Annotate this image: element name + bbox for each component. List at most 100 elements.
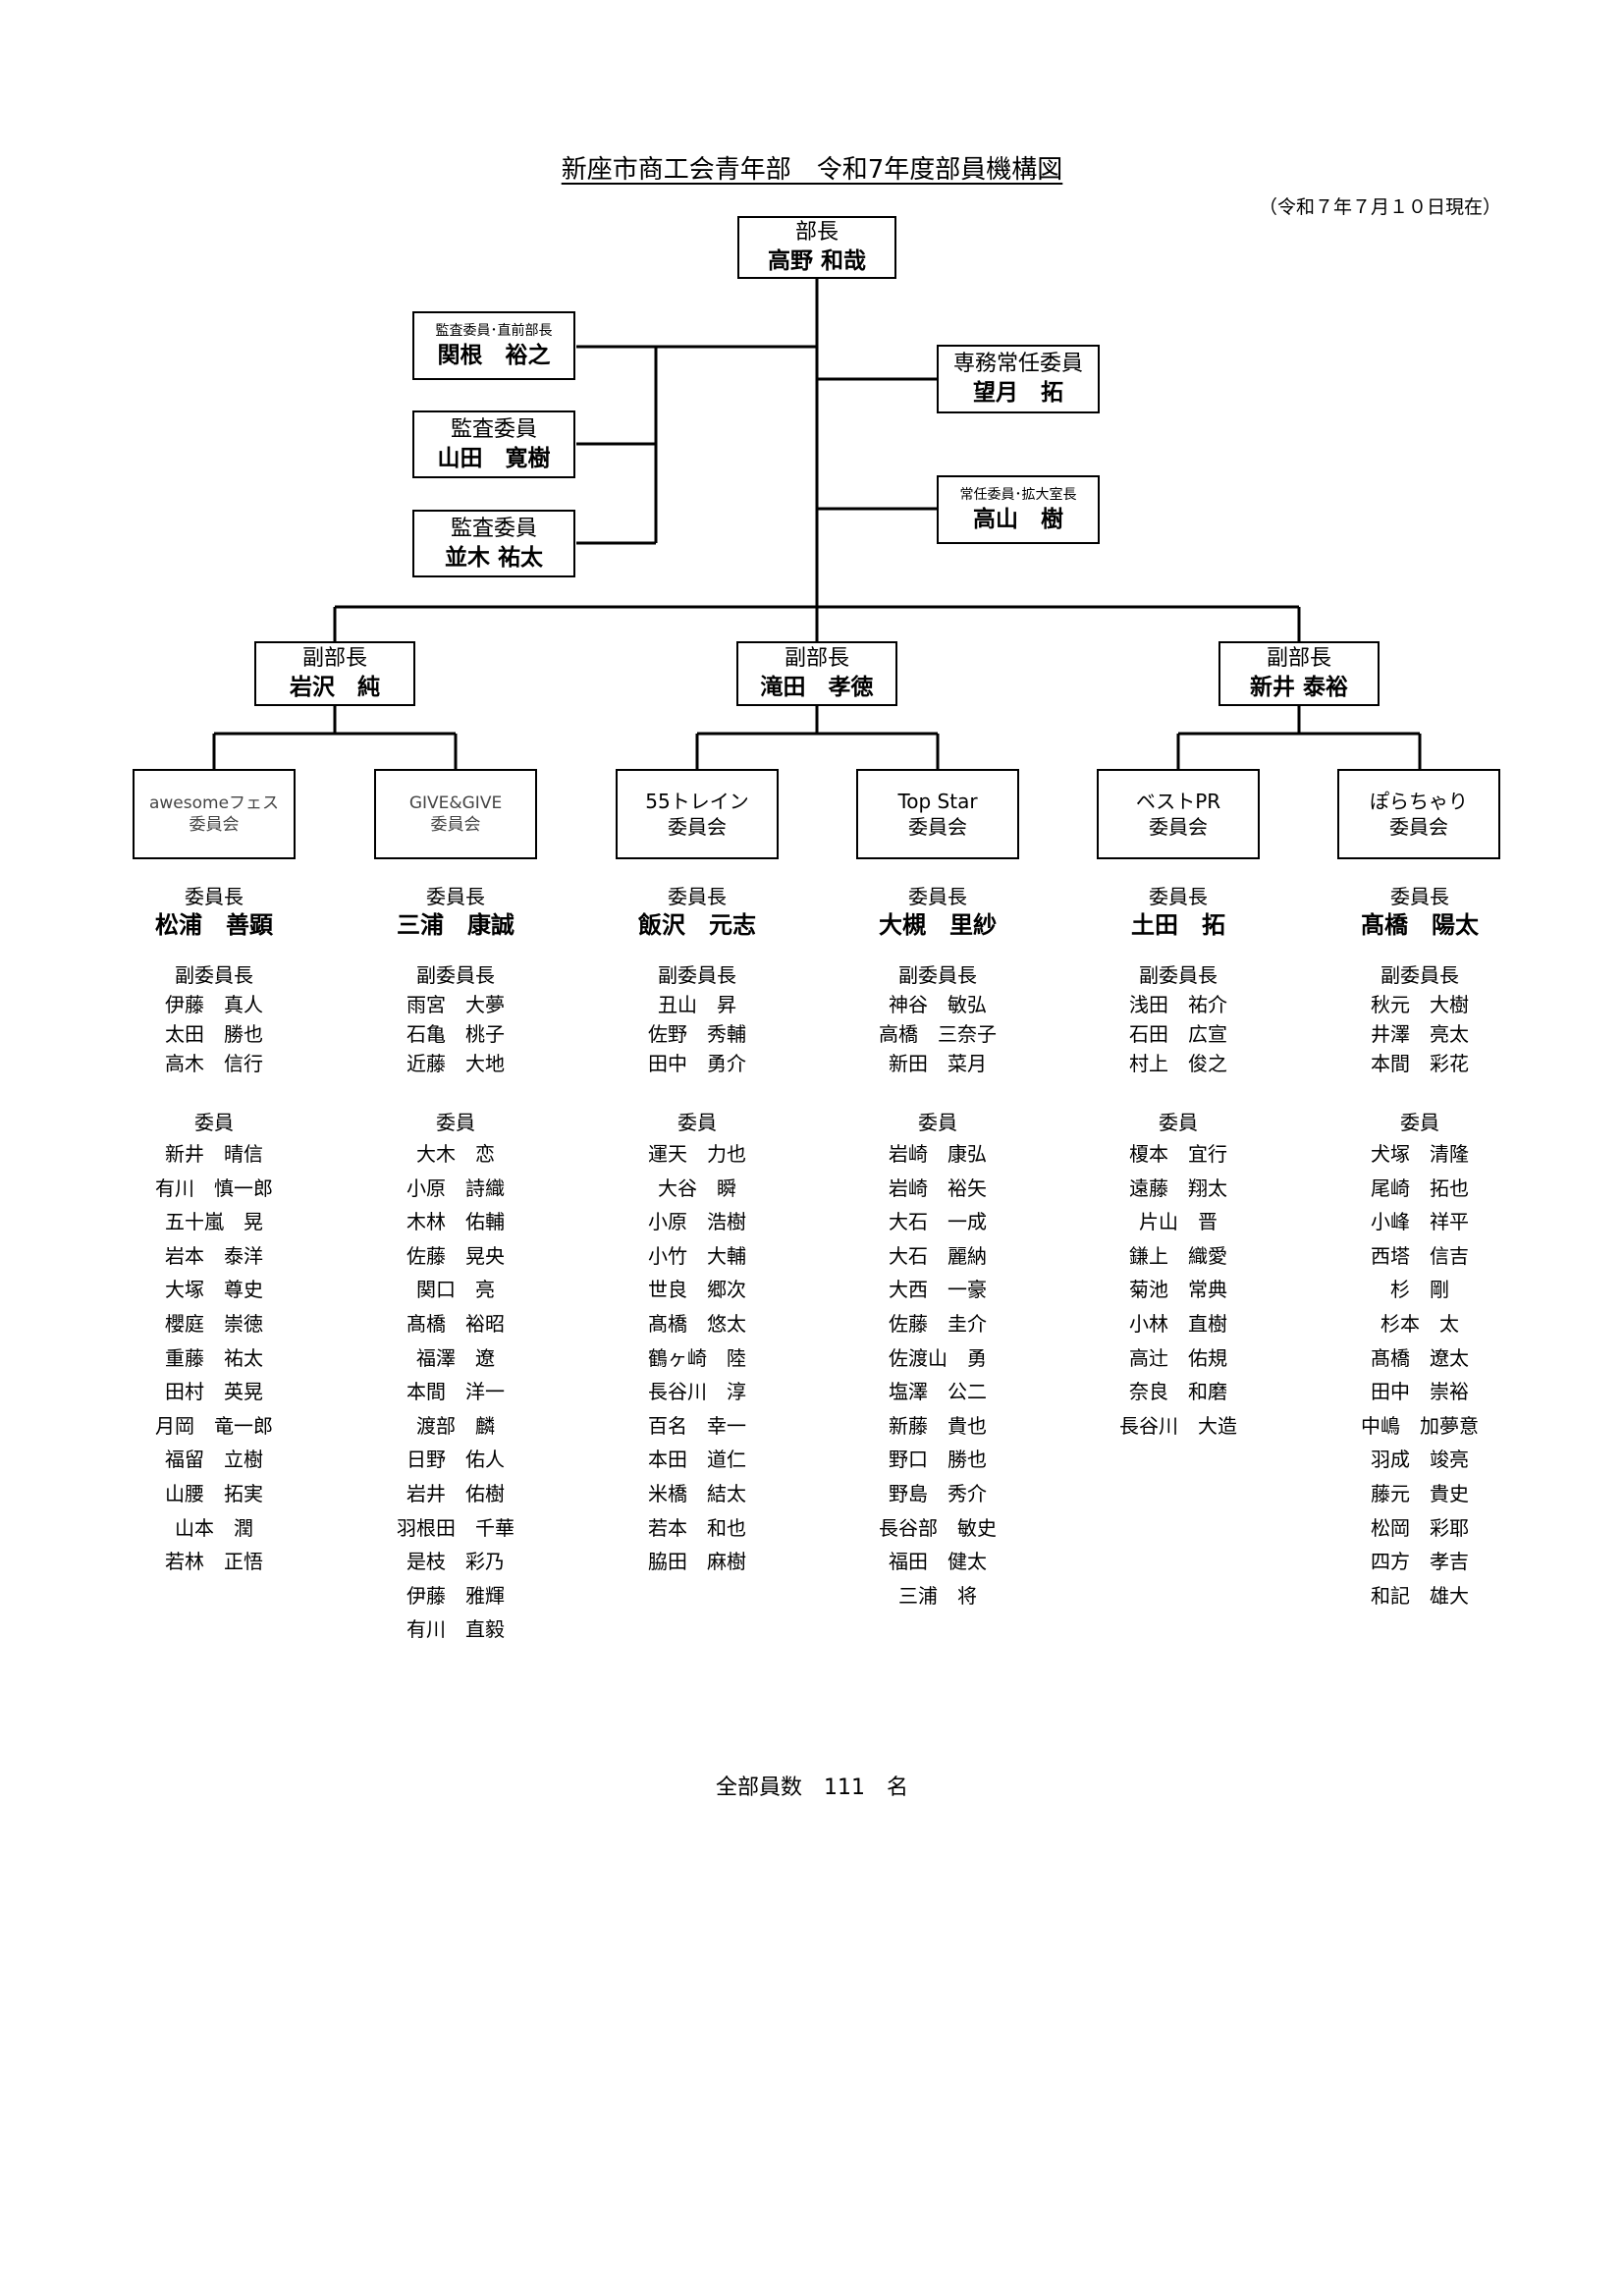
member-name: 藤元 貴史 <box>1371 1481 1469 1505</box>
page-title: 新座市商工会青年部 令和7年度部員機構図 <box>0 149 1624 186</box>
committee-suffix: 委員会 <box>430 815 481 835</box>
chair-label: 委員長 <box>1390 885 1449 908</box>
member-name: 本田 道仁 <box>648 1448 746 1472</box>
member-name: 髙橋 遼太 <box>1371 1345 1469 1370</box>
member-name: 運天 力也 <box>648 1142 746 1166</box>
committee-suffix: 委員会 <box>908 815 967 839</box>
committee-suffix: 委員会 <box>189 815 240 835</box>
member-name: 鶴ヶ崎 陸 <box>648 1345 746 1370</box>
member-name: 伊藤 雅輝 <box>406 1583 505 1608</box>
committee-box-polachari: ぽらちゃり 委員会 <box>1337 769 1500 859</box>
committee-name: ぽらちゃり <box>1370 790 1468 813</box>
chair-name: 土田 拓 <box>1131 911 1225 939</box>
vice-chief-box-2: 副部長 滝田 孝徳 <box>736 641 897 706</box>
member-name: 佐藤 晃央 <box>406 1243 505 1268</box>
vice-chair-label: 副委員長 <box>898 963 977 987</box>
member-name: 三浦 将 <box>898 1583 977 1608</box>
joninn-box: 常任委員･拡大室長 高山 樹 <box>937 475 1100 544</box>
committee-name: GIVE&GIVE <box>408 793 503 813</box>
member-name: 野島 秀介 <box>889 1481 987 1505</box>
member-name: 遠藤 翔太 <box>1129 1175 1227 1200</box>
member-name: 犬塚 清隆 <box>1371 1142 1469 1166</box>
member-name: 野口 勝也 <box>889 1448 987 1472</box>
member-name: 中嶋 加夢意 <box>1361 1413 1479 1438</box>
chief-name: 高野 和哉 <box>767 248 866 274</box>
committee-box-topstar: Top Star 委員会 <box>856 769 1019 859</box>
vice-chair-name: 石田 広宣 <box>1129 1022 1227 1046</box>
member-name: 塩澤 公二 <box>889 1380 987 1404</box>
member-name: 月岡 竜一郎 <box>155 1413 273 1438</box>
member-name: 福留 立樹 <box>165 1448 263 1472</box>
member-name: 渡部 麟 <box>416 1413 495 1438</box>
committee-column: 委員長髙橋 陽太副委員長秋元 大樹井澤 亮太本間 彩花委員犬塚 清隆尾崎 拓也小… <box>1331 884 1508 1613</box>
member-name: 大石 一成 <box>889 1210 987 1234</box>
auditor-name: 山田 寛樹 <box>437 445 551 471</box>
vice-chair-name: 近藤 大地 <box>406 1052 505 1075</box>
vice-chief-role: 副部長 <box>1266 646 1331 671</box>
member-name: 福澤 遼 <box>416 1345 495 1370</box>
member-name: 福田 健太 <box>889 1550 987 1574</box>
member-name: 若林 正悟 <box>165 1550 263 1574</box>
member-name: 岩崎 裕矢 <box>889 1175 987 1200</box>
member-name: 髙橋 悠太 <box>648 1311 746 1336</box>
vice-chair-name: 浅田 祐介 <box>1129 993 1227 1016</box>
auditor-role: 監査委員･直前部長 <box>435 323 553 339</box>
vice-chair-name: 高木 信行 <box>165 1052 263 1075</box>
vice-chief-name: 岩沢 純 <box>290 675 380 700</box>
vice-chair-name: 秋元 大樹 <box>1371 993 1469 1016</box>
member-name: 大木 恋 <box>416 1142 495 1166</box>
member-name: 本間 洋一 <box>406 1380 505 1404</box>
page-title-text: 新座市商工会青年部 令和7年度部員機構図 <box>561 155 1063 185</box>
member-name: 片山 晋 <box>1139 1210 1218 1234</box>
chair-label: 委員長 <box>426 885 485 908</box>
member-name: 有川 慎一郎 <box>155 1175 273 1200</box>
vice-chair-name: 村上 俊之 <box>1129 1052 1227 1075</box>
auditor-box-1: 監査委員･直前部長 関根 裕之 <box>412 311 575 380</box>
vice-chair-name: 高橋 三奈子 <box>879 1022 997 1046</box>
vice-chair-name: 丑山 昇 <box>658 993 736 1016</box>
vice-chief-box-1: 副部長 岩沢 純 <box>254 641 415 706</box>
chair-label: 委員長 <box>1149 885 1208 908</box>
member-name: 木林 佑輔 <box>406 1210 505 1234</box>
member-name: 是枝 彩乃 <box>406 1550 505 1574</box>
member-name: 米橋 結太 <box>648 1481 746 1505</box>
committee-suffix: 委員会 <box>668 815 727 839</box>
member-name: 関口 亮 <box>416 1278 495 1302</box>
member-name: 五十嵐 晃 <box>165 1210 263 1234</box>
auditor-box-3: 監査委員 並木 祐太 <box>412 510 575 577</box>
member-name: 田村 英晃 <box>165 1380 263 1404</box>
auditor-box-2: 監査委員 山田 寛樹 <box>412 410 575 478</box>
member-label: 委員 <box>436 1111 475 1134</box>
committee-column: 委員長土田 拓副委員長浅田 祐介石田 広宣村上 俊之委員榎本 宜行遠藤 翔太片山… <box>1090 884 1267 1443</box>
member-name: 大塚 尊史 <box>165 1278 263 1302</box>
chair-name: 髙橋 陽太 <box>1361 911 1479 939</box>
auditor-name: 関根 裕之 <box>437 343 551 368</box>
member-name: 山本 潤 <box>175 1515 253 1540</box>
chair-name: 大槻 里紗 <box>879 911 997 939</box>
vice-chair-name: 井澤 亮太 <box>1371 1022 1469 1046</box>
as-of-date: （令和７年７月１０日現在） <box>1258 196 1501 218</box>
member-name: 大西 一豪 <box>889 1278 987 1302</box>
vice-chair-name: 雨宮 大夢 <box>406 993 505 1016</box>
member-name: 大谷 瞬 <box>658 1175 736 1200</box>
member-name: 佐藤 圭介 <box>889 1311 987 1336</box>
auditor-role: 監査委員 <box>450 416 537 442</box>
member-name: 若本 和也 <box>648 1515 746 1540</box>
committee-box-awesome: awesomeフェス 委員会 <box>133 769 296 859</box>
member-name: 長谷部 敏史 <box>879 1515 997 1540</box>
committee-column: 委員長飯沢 元志副委員長丑山 昇佐野 秀輔田中 勇介委員運天 力也大谷 瞬小原 … <box>609 884 785 1579</box>
committee-box-bestpr: ベストPR 委員会 <box>1097 769 1260 859</box>
member-name: 長谷川 淳 <box>648 1380 746 1404</box>
member-name: 有川 直毅 <box>406 1617 505 1642</box>
vice-chief-box-3: 副部長 新井 泰裕 <box>1218 641 1380 706</box>
senmu-role: 専務常任委員 <box>952 352 1083 376</box>
member-name: 大石 麗納 <box>889 1243 987 1268</box>
member-name: 小林 直樹 <box>1129 1311 1227 1336</box>
member-name: 小竹 大輔 <box>648 1243 746 1268</box>
vice-chair-name: 佐野 秀輔 <box>648 1022 746 1046</box>
member-name: 四方 孝吉 <box>1371 1550 1469 1574</box>
vice-chair-name: 伊藤 真人 <box>165 993 263 1016</box>
member-name: 羽成 竣亮 <box>1371 1448 1469 1472</box>
vice-chair-label: 副委員長 <box>175 963 253 987</box>
